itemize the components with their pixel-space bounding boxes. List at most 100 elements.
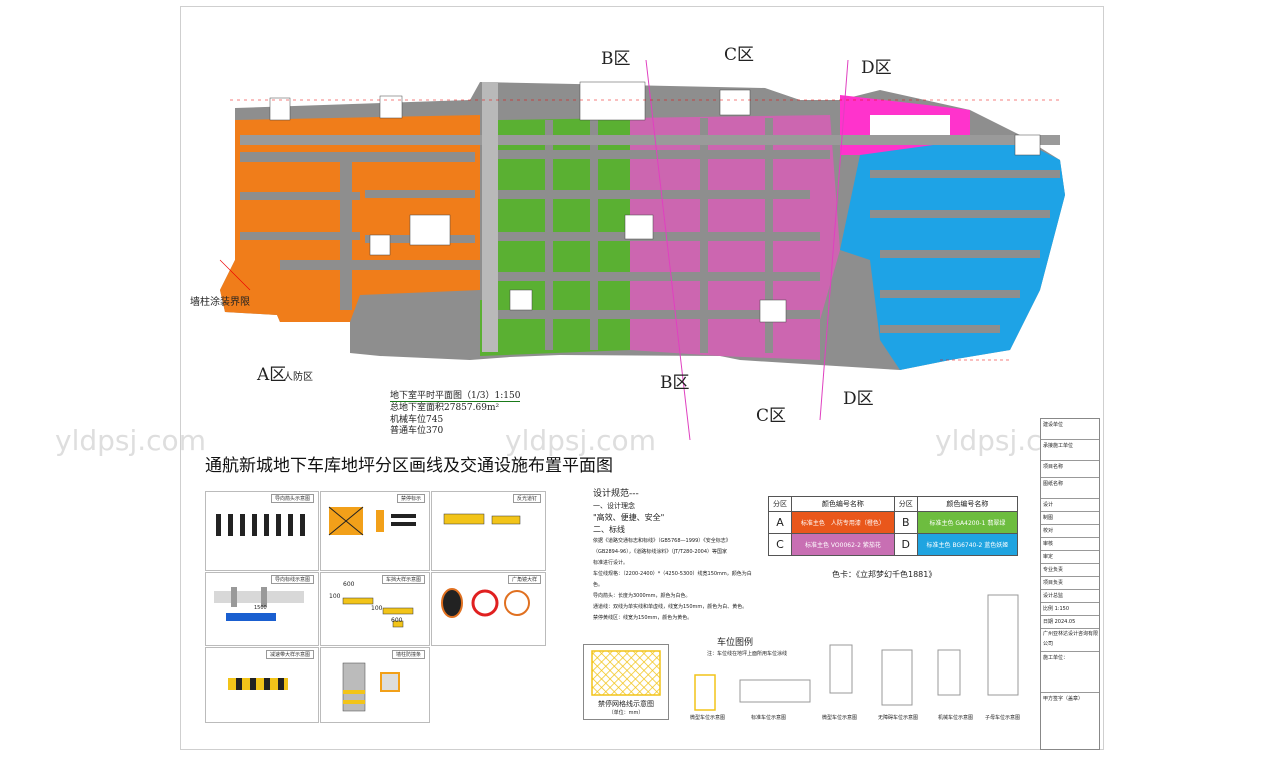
spec-sec1: 一、设计理念 (593, 502, 635, 510)
stop-dim: 600 (343, 581, 355, 588)
stop-dim: 100 (329, 593, 341, 600)
no-parking-diagram (328, 506, 416, 536)
parking-legend-note: 注：车位线在地坪上面所用车位涂线 (707, 651, 788, 657)
plan-caption-area: 总地下室面积27857.69m² (390, 403, 500, 413)
spec-line: 禁停黄线区：线宽为150mm，颜色为黄色。 (593, 615, 693, 621)
legend-caption: 色卡：《立邦梦幻千色1881》 (832, 570, 937, 579)
grid-title: 禁停网格线示意图 (598, 700, 654, 708)
legend-swatch-c: 标准主色 VO0062-2 紫茄花 (791, 533, 895, 556)
legend-swatch-d: 标准主色 BG6740-2 蓝色妖姬 (916, 533, 1019, 556)
legend-zone-d: D (893, 533, 918, 556)
title-block: 建设单位 承接施工单位 项目名称 图纸名称 设计 制图 校对 审核 审定 专业负… (1040, 418, 1100, 750)
plan-caption-spaces-a: 机械车位745 (390, 415, 444, 425)
no-parking-grid-panel: 禁停网格线示意图 （单位：mm） (583, 644, 669, 720)
legend-swatch-a: 标准主色 人防专用漆（橙色） (791, 511, 895, 534)
tb-row: 设计 (1041, 499, 1099, 512)
legend-header-color: 颜色编号名称 (916, 496, 1019, 512)
zone-label-d: D区 (861, 58, 892, 78)
tb-row: 校对 (1041, 525, 1099, 538)
zone-label-b-bottom: B区 (660, 373, 690, 393)
tb-row: 项目负责 (1041, 577, 1099, 590)
spec-heading: 设计规范--- (593, 489, 639, 499)
spec-block: 设计规范--- 一、设计理念 "高效、便捷、安全" 二、标线 依据《道路交通标志… (593, 488, 758, 624)
space-label: 子母车位示意图 (985, 715, 1021, 721)
space-label: 微型车位示意图 (822, 715, 858, 721)
plan-caption-title: 地下室平时平面图（1/3）1:150 (390, 388, 521, 402)
panel-guide-line: 导向标线示意图 1500 (205, 572, 319, 646)
tb-row: 审定 (1041, 551, 1099, 564)
legend-zone-c: C (768, 533, 792, 556)
zone-label-c-bottom: C区 (756, 406, 787, 426)
parking-space-diagrams (694, 594, 1019, 711)
legend-zone-b: B (893, 511, 918, 534)
main-title: 通航新城地下车库地坪分区画线及交通设施布置平面图 (205, 456, 613, 476)
panel-mirror: 广角镜大样 (431, 572, 546, 646)
panel-title: 减速带大样示意图 (265, 650, 314, 659)
tb-stamp: 甲方签字（盖章） (1043, 696, 1084, 702)
color-legend-table: 分区 颜色编号名称 分区 颜色编号名称 A 标准主色 人防专用漆（橙色） B 标… (768, 496, 1019, 556)
zone-label-a: A区 (257, 365, 287, 385)
guide-dim: 1500 (254, 605, 267, 611)
zone-label-b: B区 (601, 49, 631, 69)
plan-caption-spaces-b: 普通车位370 (390, 426, 444, 436)
legend-zone-a: A (768, 511, 792, 534)
watermark: yldpsj.com (505, 424, 656, 457)
zone-label-c: C区 (724, 45, 755, 65)
grid-unit: （单位：mm） (608, 710, 644, 716)
wheel-stop-diagram (342, 597, 414, 628)
tb-row: 图纸名称 (1041, 478, 1099, 499)
space-label: 标准车位示意图 (751, 715, 787, 721)
panel-speed-bump: 减速带大样示意图 (205, 647, 319, 723)
tb-scale: 比例 1:150 (1041, 603, 1099, 616)
zone-label-d-bottom: D区 (843, 389, 874, 409)
spec-line: 依据《道路交通标志和标线》（GB5768—1999）《安全标志》 (593, 538, 731, 544)
panel-title: 导向箭头示意图 (270, 494, 314, 503)
tb-row: 建设单位 (1041, 419, 1099, 440)
spec-line: 标准进行设计。 (593, 560, 629, 566)
stop-dim: 600 (391, 617, 403, 624)
panel-title: 墙柱防撞条 (391, 650, 425, 659)
tb-row: 专业负责 (1041, 564, 1099, 577)
column-guard-diagram (342, 662, 400, 712)
space-label: 无障碍车位示意图 (878, 715, 919, 721)
tb-row: 制图 (1041, 512, 1099, 525)
spec-line: 导向箭头：长度为3000mm，颜色为白色。 (593, 593, 691, 599)
no-parking-grid (591, 650, 661, 696)
tb-row: 审核 (1041, 538, 1099, 551)
tb-company: 广州亚林达设计咨询有限公司 (1041, 629, 1099, 652)
spec-line: 车位线规格：（2200-2400）*（4250-5300）线宽150mm，颜色为… (593, 571, 752, 588)
space-label: 机械车位示意图 (938, 715, 974, 721)
legend-swatch-b: 标准主色 GA4200-1 翡翠绿 (916, 511, 1019, 534)
panel-arrows: 导向箭头示意图 (205, 491, 319, 571)
panel-title: 禁停标示 (396, 494, 425, 503)
panel-reflector: 反光道钉 (431, 491, 546, 571)
reflector-diagram (443, 513, 521, 525)
stop-dim: 100 (371, 605, 383, 612)
spec-line: 通道线：双线为单实线和单虚线，线宽为150mm，颜色为白、黄色。 (593, 604, 748, 610)
panel-title: 导向标线示意图 (270, 575, 314, 584)
spec-sec2: 二、标线 (593, 525, 625, 534)
spec-line: （GB2894-96），《道路标线涂料》（JT/T280-2004）等国家 (593, 549, 728, 555)
tb-row: 设计总监 (1041, 590, 1099, 603)
tb-row: 承接施工单位 (1041, 440, 1099, 461)
wall-note: 墙柱涂装界限 (190, 297, 250, 308)
tb-sign: 施工单位： (1041, 652, 1099, 693)
tb-row: 项目名称 (1041, 461, 1099, 478)
spec-slogan: "高效、便捷、安全" (593, 513, 665, 522)
floor-plan (219, 60, 1065, 440)
legend-header-zone: 分区 (768, 496, 792, 512)
zone-a-sub: 人防区 (283, 372, 313, 383)
mirror-diagram (441, 588, 530, 618)
guide-line-diagram (214, 587, 304, 621)
panel-no-parking: 禁停标示 (320, 491, 430, 571)
panel-wheel-stop: 车挡大样示意图 600 100 600 100 (320, 572, 430, 646)
parking-legend-title: 车位图例 (717, 638, 754, 648)
space-label: 微型车位示意图 (690, 715, 726, 721)
panel-column-guard: 墙柱防撞条 (320, 647, 430, 723)
panel-title: 广角镜大样 (507, 575, 541, 584)
panel-title: 反光道钉 (512, 494, 541, 503)
tb-date: 日期 2024.05 (1041, 616, 1099, 629)
panel-title: 车挡大样示意图 (381, 575, 425, 584)
speed-bump-diagram (228, 678, 288, 690)
legend-header-zone: 分区 (893, 496, 918, 512)
